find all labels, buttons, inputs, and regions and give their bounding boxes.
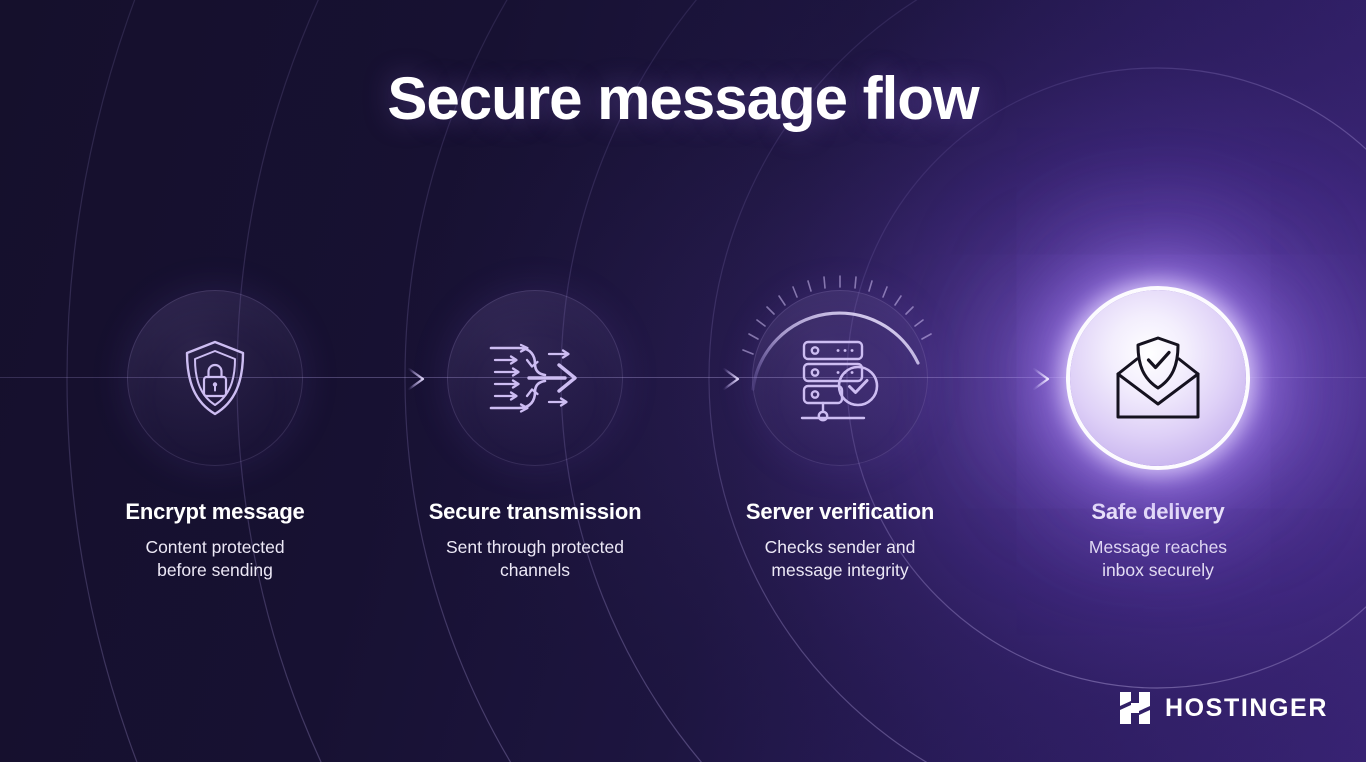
step-description-line-2: channels bbox=[499, 560, 571, 581]
envelope-shield-check-icon bbox=[1116, 336, 1200, 419]
step-description: Content protected before sending bbox=[65, 536, 365, 582]
step-label: Safe delivery bbox=[1091, 499, 1225, 524]
step-description-line-1: Sent through protected bbox=[445, 537, 625, 557]
step-description: Sent through protected channels bbox=[385, 536, 685, 582]
step-icon-circle[interactable] bbox=[444, 287, 626, 469]
step-icon-circle[interactable] bbox=[124, 287, 306, 469]
step-description-line-1: Checks sender and bbox=[764, 537, 916, 557]
step-icon-circle[interactable] bbox=[1067, 287, 1249, 469]
flow-step-encrypt-message[interactable]: Encrypt message Content protected before… bbox=[65, 287, 365, 582]
step-description-line-2: inbox securely bbox=[1102, 560, 1214, 581]
step-label: Secure transmission bbox=[428, 499, 642, 524]
connector-2-arrow-right-icon bbox=[621, 365, 740, 393]
hostinger-h-icon bbox=[1119, 692, 1150, 724]
flow-step-safe-delivery[interactable]: Safe delivery Message reaches inbox secu… bbox=[1008, 287, 1308, 582]
flow-step-server-verification[interactable]: Server verification Checks sender and me… bbox=[690, 275, 990, 582]
flow-baseline bbox=[0, 377, 1366, 378]
step-circle-background-active bbox=[1070, 290, 1246, 466]
connector-1-arrow-right-icon bbox=[311, 365, 425, 393]
step-description-line-2: message integrity bbox=[771, 560, 909, 581]
merging-arrows-icon bbox=[489, 343, 577, 413]
page-title: Secure message flow bbox=[387, 65, 979, 132]
hostinger-wordmark: HOSTINGER bbox=[1164, 693, 1328, 722]
step-label: Server verification bbox=[745, 499, 935, 524]
step-label: Encrypt message bbox=[125, 499, 305, 524]
step-description-line-1: Content protected bbox=[145, 537, 285, 557]
step-icon-circle[interactable] bbox=[742, 275, 932, 469]
shield-lock-icon bbox=[185, 340, 245, 416]
step-description-line-2: before sending bbox=[157, 560, 273, 581]
connector-3-arrow-right-icon bbox=[934, 365, 1050, 393]
hostinger-logo[interactable]: HOSTINGER bbox=[1118, 690, 1328, 726]
flow-step-secure-transmission[interactable]: Secure transmission Sent through protect… bbox=[385, 287, 685, 582]
server-check-icon bbox=[800, 340, 879, 422]
step-description-line-1: Message reaches bbox=[1088, 537, 1228, 557]
step-description: Checks sender and message integrity bbox=[690, 536, 990, 582]
step-description: Message reaches inbox securely bbox=[1008, 536, 1308, 582]
